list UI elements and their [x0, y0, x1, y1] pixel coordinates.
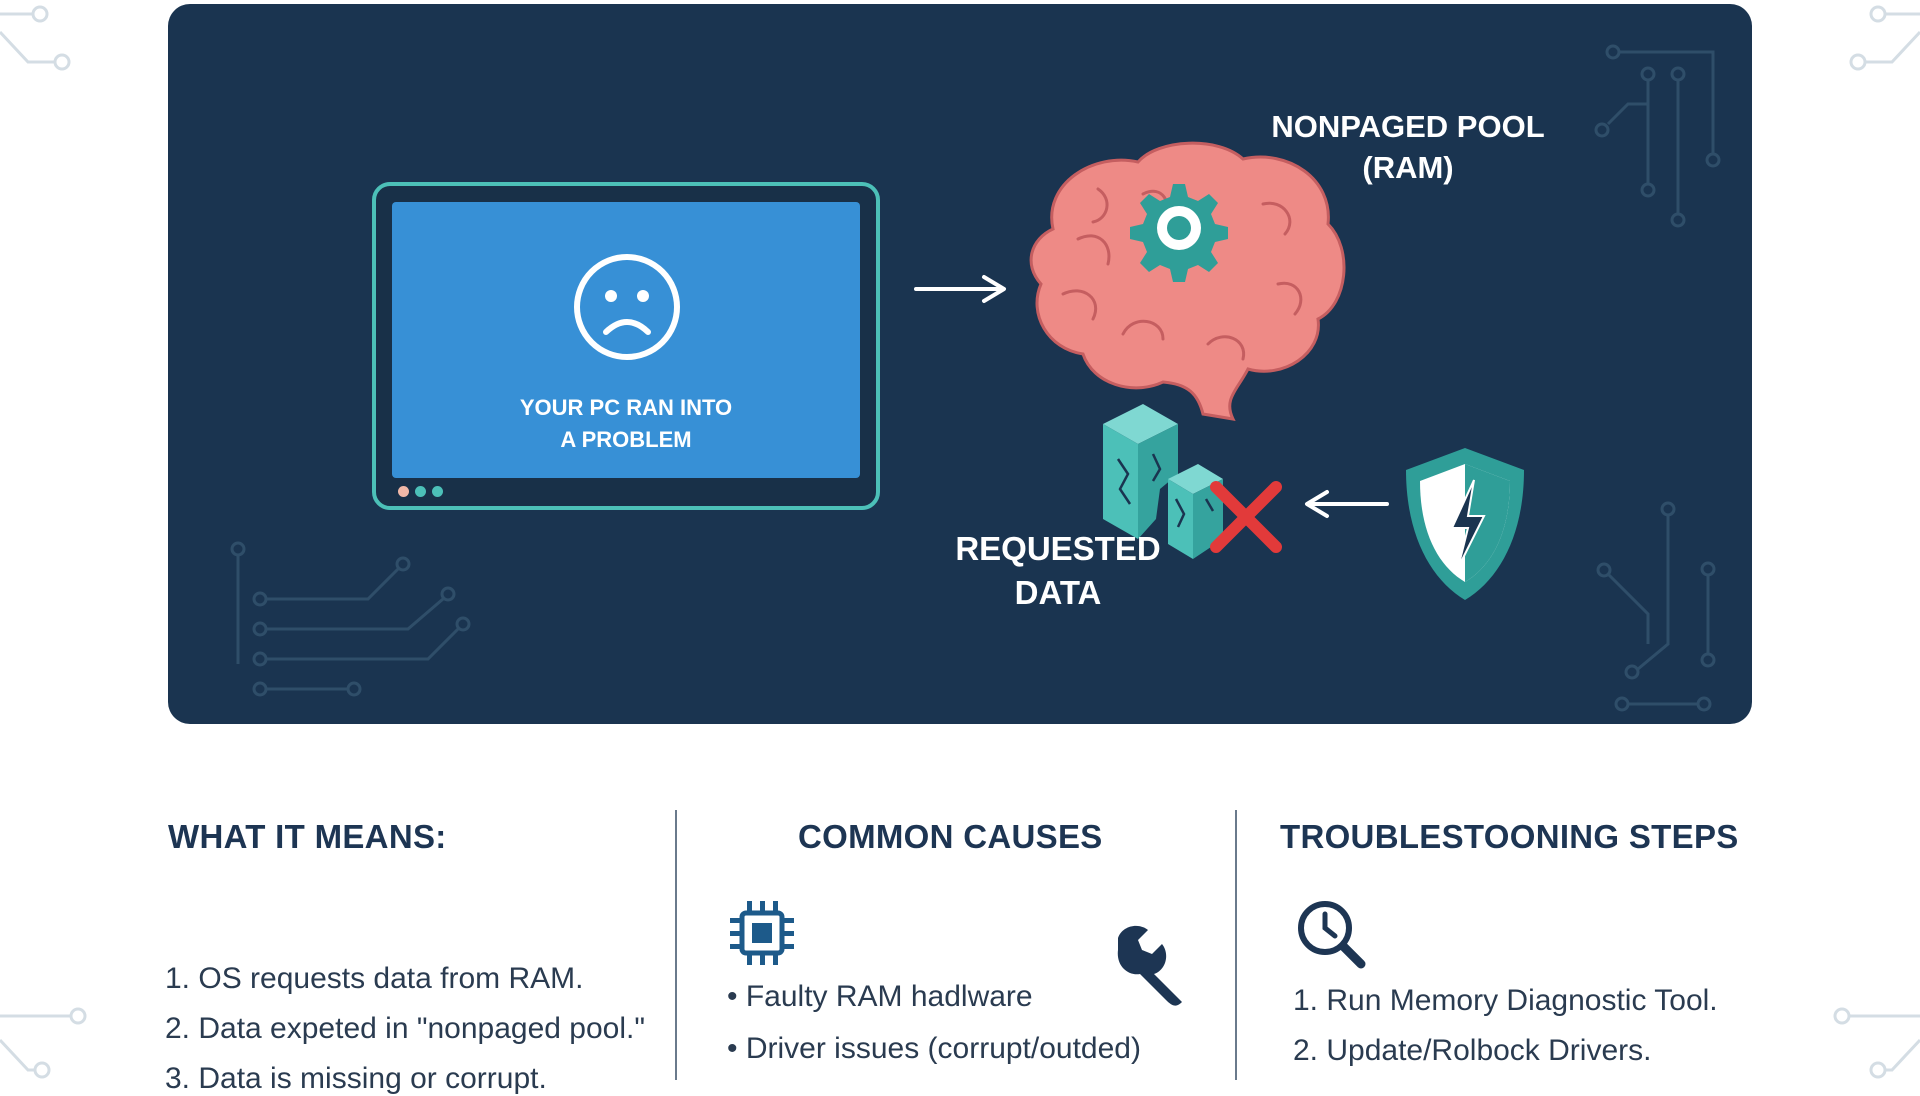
shield-lightning-icon	[1406, 448, 1524, 600]
chip-icon	[730, 901, 794, 965]
list-item: 3. Data is missing or corrupt.	[165, 1062, 547, 1095]
requested-data-label: REQUESTED DATA	[955, 530, 1161, 611]
indicator-dot	[432, 486, 443, 497]
list-item: • Faulty RAM hadlware	[727, 980, 1033, 1013]
monitor-indicator-dots	[398, 486, 443, 497]
arrow-left-icon	[1305, 490, 1389, 518]
common-causes-heading: COMMON CAUSES	[798, 818, 1103, 855]
illustration-panel: YOUR PC RAN INTO A PROBLEM	[168, 4, 1752, 724]
sad-face-icon	[574, 254, 680, 360]
circuit-decoration-bottom-right	[1833, 1007, 1920, 1079]
circuit-decoration-bottom-left	[0, 1007, 87, 1079]
brain-icon	[1029, 141, 1346, 421]
error-screen: YOUR PC RAN INTO A PROBLEM	[392, 202, 860, 478]
wrench-icon	[1117, 925, 1182, 1006]
list-item: 1. Run Memory Diagnostic Tool.	[1293, 984, 1718, 1017]
circuit-decoration-top-right	[1849, 5, 1920, 71]
troubleshooting-heading: TROUBLESTOONING STEPS	[1280, 818, 1739, 855]
list-item: • Driver issues (corrupt/outded)	[727, 1032, 1141, 1065]
arrow-right-icon	[914, 275, 1006, 303]
circuit-trace-decoration	[230, 44, 1721, 712]
what-it-means-heading: WHAT IT MEANS:	[168, 818, 447, 855]
monitor: YOUR PC RAN INTO A PROBLEM	[372, 182, 880, 510]
list-item: 2. Data expeted in "nonpaged pool."	[165, 1012, 645, 1045]
list-item: 1. OS requests data from RAM.	[165, 962, 584, 995]
column-divider	[675, 810, 677, 1080]
gear-icon	[1130, 184, 1228, 282]
indicator-dot	[398, 486, 409, 497]
list-item: 2. Update/Rolbock Drivers.	[1293, 1034, 1652, 1067]
clock-magnifier-icon	[1298, 901, 1366, 969]
nonpaged-pool-label: NONPAGED POOL (RAM)	[1271, 109, 1545, 185]
x-mark-icon	[1210, 481, 1282, 553]
error-message: YOUR PC RAN INTO A PROBLEM	[519, 395, 733, 452]
broken-cube-icon	[1103, 404, 1223, 559]
column-divider	[1235, 810, 1237, 1080]
circuit-decoration-top-left	[0, 5, 71, 71]
indicator-dot	[415, 486, 426, 497]
